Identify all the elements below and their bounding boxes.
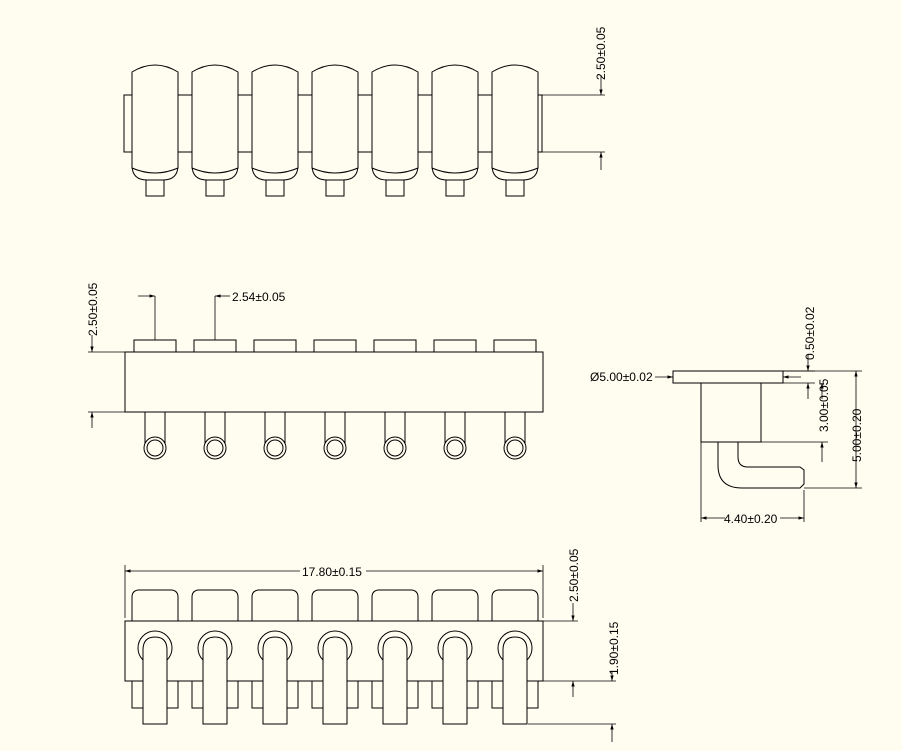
dim-head-diameter: Ø5.00±0.02 <box>590 370 653 384</box>
front-cap <box>431 589 479 622</box>
side-pin <box>493 339 537 460</box>
front-cap <box>311 589 359 622</box>
pin-profile-view: Ø5.00±0.02 0.50±0.02 3.00±0.05 5.00±0.20… <box>590 306 864 526</box>
top-pin <box>131 64 179 197</box>
dim-side-height: 2.50±0.05 <box>86 282 100 336</box>
dim-body-height: 3.00±0.05 <box>817 378 831 432</box>
front-pin <box>437 630 473 725</box>
dim-top-height: 2.50±0.05 <box>594 26 608 80</box>
side-pin <box>133 339 177 460</box>
dim-overall-height: 5.00±0.20 <box>850 408 864 462</box>
top-pin <box>431 64 479 197</box>
front-pin <box>377 630 413 725</box>
top-pin <box>191 64 239 197</box>
top-pin <box>491 64 539 197</box>
front-view: 17.80±0.15 2.50±0.05 1.90±0.15 <box>124 548 621 742</box>
dim-front-offset: 1.90±0.15 <box>607 621 621 675</box>
top-view: 2.50±0.05 <box>123 26 608 197</box>
dim-foot-width: 4.40±0.20 <box>724 512 778 526</box>
side-view: 2.50±0.05 2.54±0.05 <box>86 282 544 460</box>
front-pin <box>317 630 353 725</box>
side-pin <box>313 339 357 460</box>
front-pin <box>137 630 173 725</box>
front-pin <box>497 630 533 725</box>
front-pin <box>197 630 233 725</box>
front-pin <box>257 630 293 725</box>
front-cap <box>371 589 419 622</box>
top-pin <box>371 64 419 197</box>
front-cap <box>131 589 179 622</box>
front-cap <box>491 589 539 622</box>
front-cap <box>251 589 299 622</box>
dim-front-height: 2.50±0.05 <box>567 548 581 602</box>
side-pin <box>253 339 297 460</box>
top-pin <box>251 64 299 197</box>
side-pin <box>193 339 237 460</box>
front-cap <box>191 589 239 622</box>
dim-pitch: 2.54±0.05 <box>232 290 286 304</box>
dim-overall-length: 17.80±0.15 <box>302 565 362 579</box>
side-pin <box>373 339 417 460</box>
dim-head-thickness: 0.50±0.02 <box>803 306 817 360</box>
side-pin <box>433 339 477 460</box>
top-pin <box>311 64 359 197</box>
